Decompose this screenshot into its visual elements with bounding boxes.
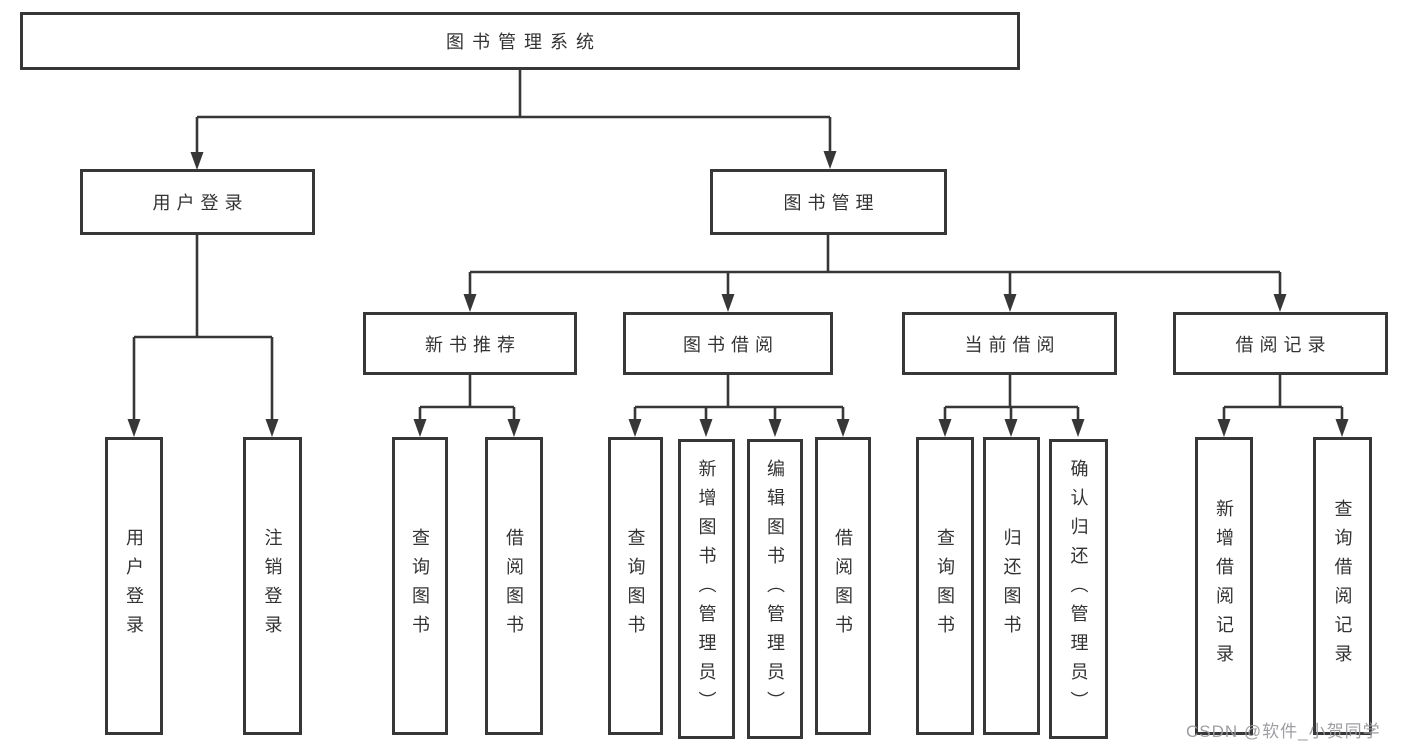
leaf-label: 查询图书 (625, 528, 646, 644)
leaf-borrow-books-recommend: 借阅图书 (485, 437, 543, 735)
node-borrow-record: 借阅记录 (1173, 312, 1388, 375)
leaf-label: 新增图书（管理员） (696, 458, 717, 720)
leaf-borrow-books: 借阅图书 (815, 437, 871, 735)
node-root-label: 图书管理系统 (446, 32, 602, 52)
node-label: 当前借阅 (964, 334, 1061, 355)
leaf-label: 注销登录 (262, 528, 283, 644)
node-user-login-module: 用户登录 (80, 169, 315, 235)
leaf-logout: 注销登录 (243, 437, 302, 735)
leaf-return-books: 归还图书 (983, 437, 1040, 735)
leaf-add-borrow-record: 新增借阅记录 (1195, 437, 1253, 735)
leaf-label: 编辑图书（管理员） (765, 458, 785, 720)
leaf-label: 借阅图书 (833, 528, 853, 644)
node-root-system: 图书管理系统 (20, 12, 1020, 70)
node-current-borrow: 当前借阅 (902, 312, 1117, 375)
leaf-label: 查询图书 (935, 528, 955, 644)
node-label: 新书推荐 (425, 334, 521, 355)
leaf-confirm-return-admin: 确认归还（管理员） (1049, 439, 1108, 739)
leaf-label: 归还图书 (1001, 528, 1022, 644)
leaf-add-books-admin: 新增图书（管理员） (678, 439, 735, 739)
leaf-label: 确认归还（管理员） (1068, 458, 1089, 720)
arrowhead-icons (127, 151, 1349, 437)
node-label: 借阅记录 (1235, 334, 1332, 355)
leaf-query-books-current: 查询图书 (916, 437, 974, 735)
leaf-label: 借阅图书 (504, 528, 524, 644)
node-book-management-module: 图书管理 (710, 169, 947, 235)
leaf-edit-books-admin: 编辑图书（管理员） (747, 439, 803, 739)
leaf-label: 查询借阅记录 (1332, 499, 1353, 673)
node-label: 用户登录 (152, 193, 249, 213)
csdn-watermark: CSDN @软件_小贺同学 (1186, 722, 1381, 741)
leaf-label: 查询图书 (410, 528, 430, 644)
leaf-label: 用户登录 (124, 528, 144, 644)
node-book-borrow: 图书借阅 (623, 312, 833, 375)
leaf-query-borrow-record: 查询借阅记录 (1313, 437, 1372, 735)
node-new-book-recommend: 新书推荐 (363, 312, 577, 375)
leaf-query-books-recommend: 查询图书 (392, 437, 448, 735)
leaf-query-books-borrow: 查询图书 (608, 437, 663, 735)
node-label: 图书借阅 (683, 334, 779, 355)
leaf-label: 新增借阅记录 (1214, 499, 1234, 673)
leaf-user-login: 用户登录 (105, 437, 163, 735)
node-label: 图书管理 (783, 193, 880, 213)
